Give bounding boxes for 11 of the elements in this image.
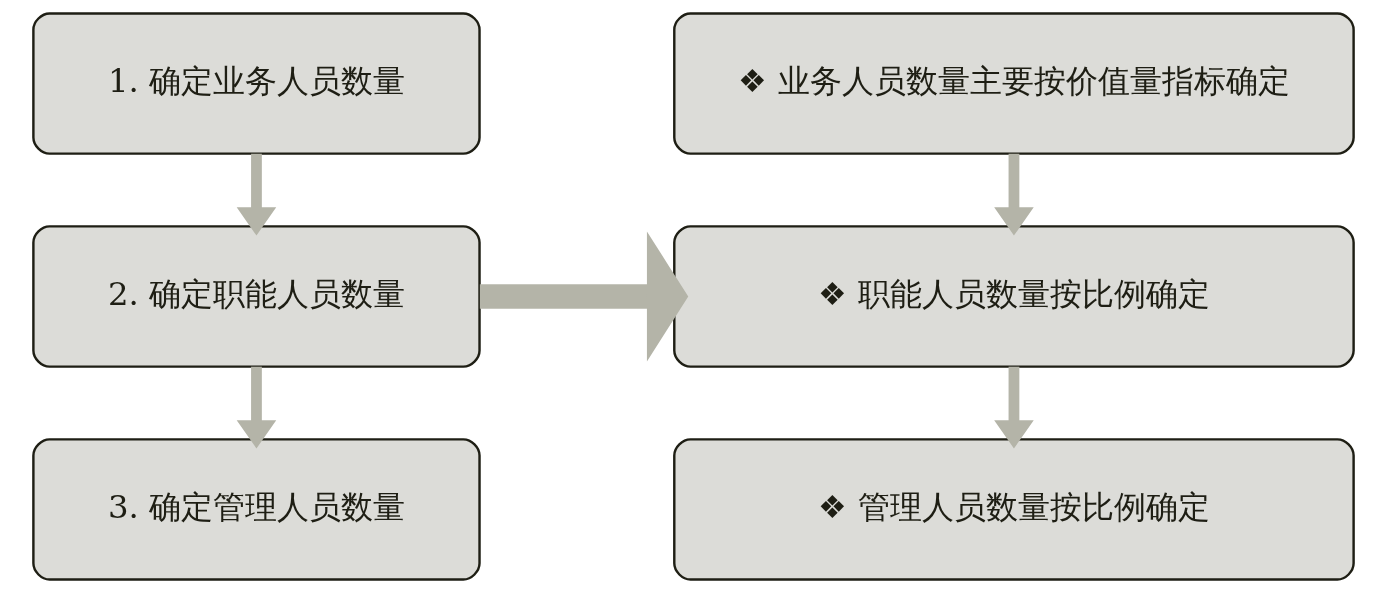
arrow xyxy=(236,153,277,236)
arrow xyxy=(479,231,689,362)
node-box: ❖ 业务人员数量主要按价值量指标确定 xyxy=(673,12,1355,155)
arrow xyxy=(994,153,1034,236)
node-box: 2. 确定职能人员数量 xyxy=(32,225,481,368)
node-box: ❖ 职能人员数量按比例确定 xyxy=(673,225,1355,368)
node-box: 1. 确定业务人员数量 xyxy=(32,12,481,155)
arrow xyxy=(236,366,277,449)
node-box: 3. 确定管理人员数量 xyxy=(32,438,481,581)
arrow xyxy=(994,366,1034,449)
node-box: ❖ 管理人员数量按比例确定 xyxy=(673,438,1355,581)
